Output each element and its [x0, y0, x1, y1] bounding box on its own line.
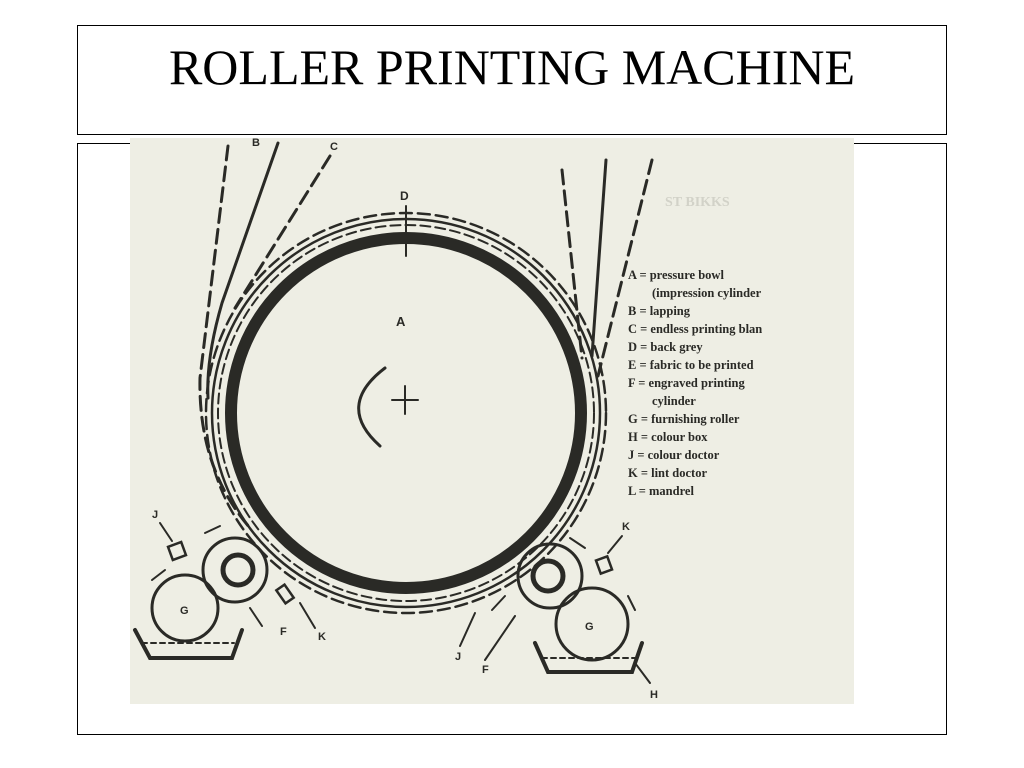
arrow-left-4	[299, 602, 316, 629]
arrow-right-1	[569, 537, 586, 549]
label-k-left: K	[318, 631, 326, 643]
blanket-line-left-outer	[198, 144, 252, 530]
legend-line-10: H = colour box	[628, 430, 708, 444]
label-f-left: F	[280, 626, 287, 638]
legend-line-7: F = engraved printing	[628, 376, 745, 390]
diagram-svg: ST BIKKS	[130, 138, 854, 704]
arrow-left-1	[204, 525, 221, 534]
engraved-cylinder-right	[516, 542, 584, 610]
label-h: H	[650, 689, 658, 701]
k-right-pointer	[607, 535, 623, 554]
legend-line-1: A = pressure bowl	[628, 268, 724, 282]
label-k-right: K	[622, 521, 630, 533]
f-right-pointer	[484, 615, 516, 661]
furnishing-roller-left	[150, 573, 220, 643]
faded-heading: ST BIKKS	[665, 195, 730, 210]
arrow-left-3	[249, 607, 263, 627]
slide-title: ROLLER PRINTING MACHINE	[168, 39, 856, 95]
legend-line-4: C = endless printing blan	[628, 322, 762, 336]
legend-line-5: D = back grey	[628, 340, 703, 354]
label-b: B	[252, 138, 260, 149]
h-pointer	[634, 662, 651, 684]
legend-line-12: K = lint doctor	[628, 466, 707, 480]
legend-line-8: cylinder	[652, 394, 696, 408]
fabric-line-left	[233, 154, 332, 310]
label-c: C	[330, 141, 338, 153]
paper-background	[130, 138, 854, 704]
bowl-center-arc	[357, 366, 387, 448]
j-left-pointer	[159, 522, 173, 542]
j-right-pointer	[459, 612, 476, 647]
label-d: D	[400, 189, 409, 203]
label-f-right: F	[482, 664, 489, 676]
colour-doctor-left	[166, 540, 188, 562]
legend: A = pressure bowl (impression cylinder B…	[628, 268, 762, 498]
title-box: ROLLER PRINTING MACHINE	[77, 25, 947, 135]
lapping-line-right	[590, 158, 608, 358]
arrow-left-2	[151, 569, 166, 581]
legend-line-6: E = fabric to be printed	[628, 358, 754, 372]
label-g-left: G	[180, 605, 189, 617]
bowl-center-cross	[391, 385, 419, 415]
mandrel-right	[530, 558, 566, 594]
legend-line-13: L = mandrel	[628, 484, 694, 498]
fabric-line-right-dashed	[596, 158, 654, 378]
arrow-right-3	[627, 595, 636, 611]
label-g-right: G	[585, 621, 594, 633]
mandrel-left	[220, 552, 256, 588]
roller-printing-diagram: ST BIKKS	[130, 138, 854, 704]
label-a: A	[396, 314, 406, 329]
lint-doctor-right	[594, 554, 614, 576]
legend-line-2: (impression cylinder	[652, 286, 762, 300]
label-j-left: J	[152, 509, 158, 521]
label-j-right: J	[455, 651, 461, 663]
legend-line-3: B = lapping	[628, 304, 691, 318]
legend-line-9: G = furnishing roller	[628, 412, 740, 426]
arrow-right-2	[491, 595, 506, 611]
lint-doctor-left	[274, 582, 296, 606]
furnishing-roller-right	[554, 586, 630, 662]
engraved-cylinder-left	[201, 536, 269, 604]
legend-line-11: J = colour doctor	[628, 448, 720, 462]
